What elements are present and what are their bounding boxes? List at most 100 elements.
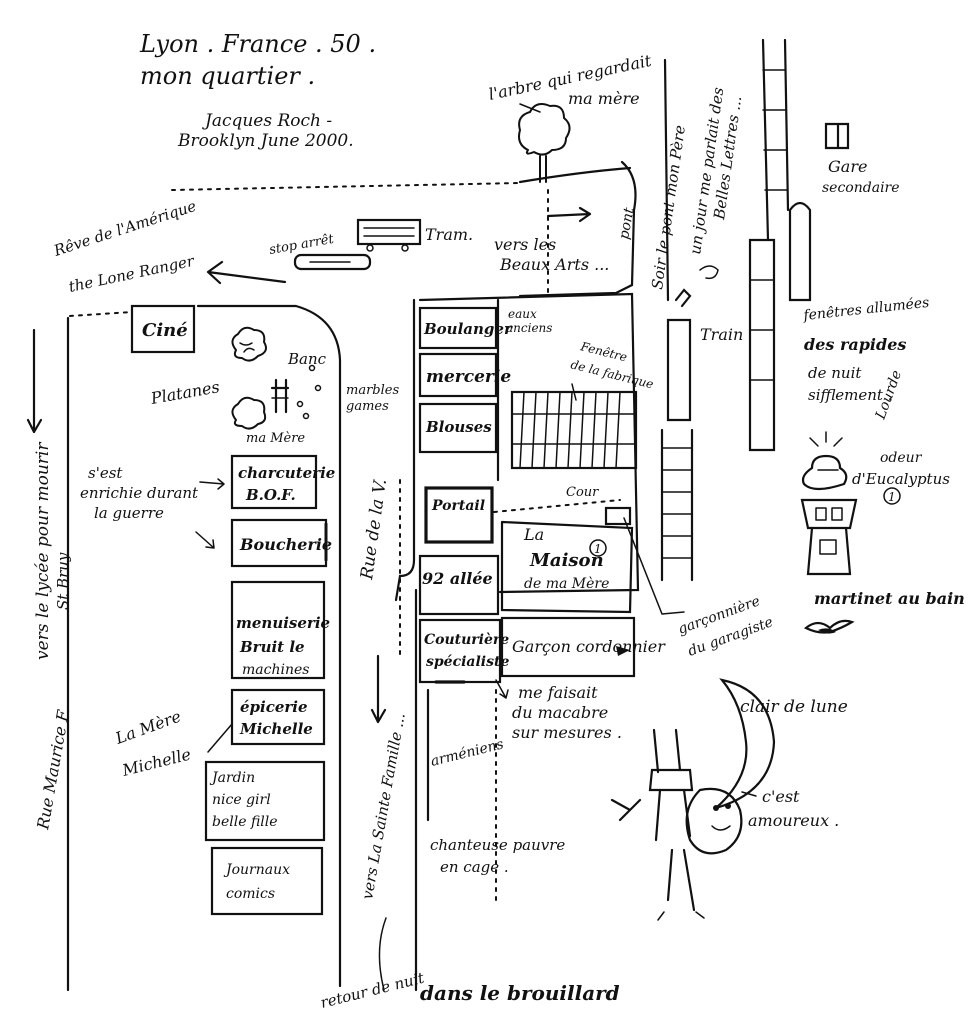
lover-figure-drawing <box>610 728 743 921</box>
mere-michelle-1: La Mère <box>112 707 184 749</box>
tree-pointer-line <box>519 103 541 113</box>
odeur-label-2: odeur <box>880 450 923 466</box>
odeur-label-3: d'Eucalyptus <box>852 470 950 488</box>
rue-v-label: Rue de la V. <box>357 478 391 582</box>
chanteuse-2: en cage . <box>440 858 509 876</box>
platanes-label: Platanes <box>148 377 221 408</box>
svg-text:92 allée: 92 allée <box>422 569 493 588</box>
shop-box-epicerie: épicerie Michelle <box>230 688 326 746</box>
me-faisait-3: sur mesures . <box>512 723 622 742</box>
arrow-right-top <box>546 206 592 223</box>
banc-label: Banc <box>287 350 327 368</box>
shop-box-boucherie: Boucherie <box>230 518 332 568</box>
brouillard-label: dans le brouillard <box>420 981 620 1005</box>
svg-text:1: 1 <box>594 542 602 556</box>
svg-text:Bruit le: Bruit le <box>239 638 305 656</box>
garconniere-box <box>604 506 632 526</box>
chanteuse-1: chanteuse pauvre <box>430 836 565 854</box>
amoureux-label-1: c'est <box>762 787 800 806</box>
fenetres-label-4: sifflement . <box>808 386 893 404</box>
svg-text:comics: comics <box>226 886 275 902</box>
street-top-dotted <box>69 311 133 317</box>
shop-box-jardin: Jardin nice girl belle fille <box>204 760 326 842</box>
arrow-left-top <box>206 260 287 285</box>
train-label: Train <box>700 325 743 344</box>
svg-text:charcuterie: charcuterie <box>238 464 335 482</box>
svg-text:menuiserie: menuiserie <box>236 614 330 632</box>
svg-text:La: La <box>523 525 544 544</box>
me-faisait-arrow <box>495 679 509 699</box>
shop-box-garcon-cordonnier: Garçon cordonnier <box>500 616 666 678</box>
gare-icon <box>824 122 850 150</box>
shop-box-menuiserie: menuiserie Bruit le machines <box>230 580 330 680</box>
svg-text:épicerie: épicerie <box>240 698 308 716</box>
marbles-icon <box>296 364 322 420</box>
reve-line-2: the Lone Ranger <box>67 252 196 296</box>
maison-de-ma-mere-box: La Maison de ma Mère 1 <box>500 520 634 614</box>
fenetres-label-3: de nuit <box>808 364 862 382</box>
martinet-bird-icon <box>804 619 855 634</box>
svg-text:Portail: Portail <box>431 498 485 514</box>
armeniens-label: arméniens <box>429 736 505 770</box>
svg-text:Michelle: Michelle <box>239 720 313 738</box>
svg-text:Couturière: Couturière <box>424 632 509 648</box>
vers-beaux-arts-1: vers les <box>494 235 556 254</box>
map-title-line2: mon quartier . <box>140 62 315 90</box>
svg-text:nice girl: nice girl <box>212 792 271 808</box>
svg-text:Boulanger: Boulanger <box>423 320 513 338</box>
svg-text:Boucherie: Boucherie <box>239 535 332 554</box>
author-place-date: Brooklyn June 2000. <box>177 131 354 151</box>
svg-text:Garçon cordonnier: Garçon cordonnier <box>512 637 666 656</box>
crescent-moon-icon <box>715 678 776 810</box>
retour-line <box>378 917 387 991</box>
svg-text:B.O.F.: B.O.F. <box>245 486 296 504</box>
tram-drawing <box>356 218 422 252</box>
fenetres-label-1: fenêtres allumées <box>802 295 930 324</box>
tram-label: Tram. <box>425 225 473 244</box>
mere-pointer <box>207 723 233 753</box>
fenetres-label-2: des rapides <box>804 335 906 354</box>
vers-lycee-label: vers le lycée pour mourir <box>33 442 53 660</box>
enrichi-label-2: enrichie durant <box>80 484 199 502</box>
reve-line-1: Rêve de l'Amérique <box>51 197 199 260</box>
shop-box-boulanger: Boulanger <box>418 306 513 350</box>
vers-beaux-arts-2: Beaux Arts ... <box>499 255 609 274</box>
allee-box: 92 allée <box>418 554 500 616</box>
amoureux-pointer <box>741 791 757 797</box>
svg-text:machines: machines <box>242 662 309 678</box>
marbles-label-1: marbles <box>346 383 399 398</box>
block-curve <box>196 304 342 988</box>
cour-label: Cour <box>566 485 599 500</box>
river-edge-1 <box>663 58 670 302</box>
svg-text:spécialiste: spécialiste <box>426 654 509 670</box>
svg-text:mercerie: mercerie <box>426 367 511 387</box>
shop-box-journaux: Journaux comics <box>210 846 324 916</box>
cine-box <box>130 304 196 354</box>
svg-text:Blouses: Blouses <box>425 418 492 436</box>
svg-text:Jardin: Jardin <box>209 770 255 786</box>
map-title-line1: Lyon . France . 50 . <box>139 30 376 58</box>
me-faisait-1: me faisait <box>518 683 598 702</box>
train-drawing <box>660 201 812 582</box>
retour-label: retour de nuit <box>319 969 427 1012</box>
enrichi-label-1: s'est <box>88 464 123 482</box>
eaux-label-2: anciens <box>506 321 552 335</box>
shop-box-couturiere: Couturière spécialiste <box>418 618 509 684</box>
factory-window-hatch <box>510 390 638 470</box>
cour-dotted <box>493 499 621 513</box>
gare-label-2: secondaire <box>822 180 900 196</box>
eaux-label-1: eaux <box>508 307 537 321</box>
eucalyptus-house-drawing <box>800 431 858 576</box>
tree-drawing <box>518 103 571 183</box>
vers-sainte-famille: vers La Sainte Famille ... <box>358 712 409 901</box>
mere-michelle-2: Michelle <box>119 745 192 781</box>
pont-label: pont <box>616 206 637 241</box>
arrow-to-charcuterie <box>199 478 225 490</box>
vers-lycee-label-2: St Bruy <box>54 552 72 610</box>
gare-label-1: Gare <box>828 157 867 176</box>
fenetre-label-2: de la fabrique <box>569 357 655 391</box>
portail-box: Portail <box>424 486 494 544</box>
shop-box-charcuterie: charcuterie B.O.F. <box>230 454 335 510</box>
shop-box-blouses: Blouses <box>418 402 498 454</box>
arrow-down-street <box>370 654 387 724</box>
